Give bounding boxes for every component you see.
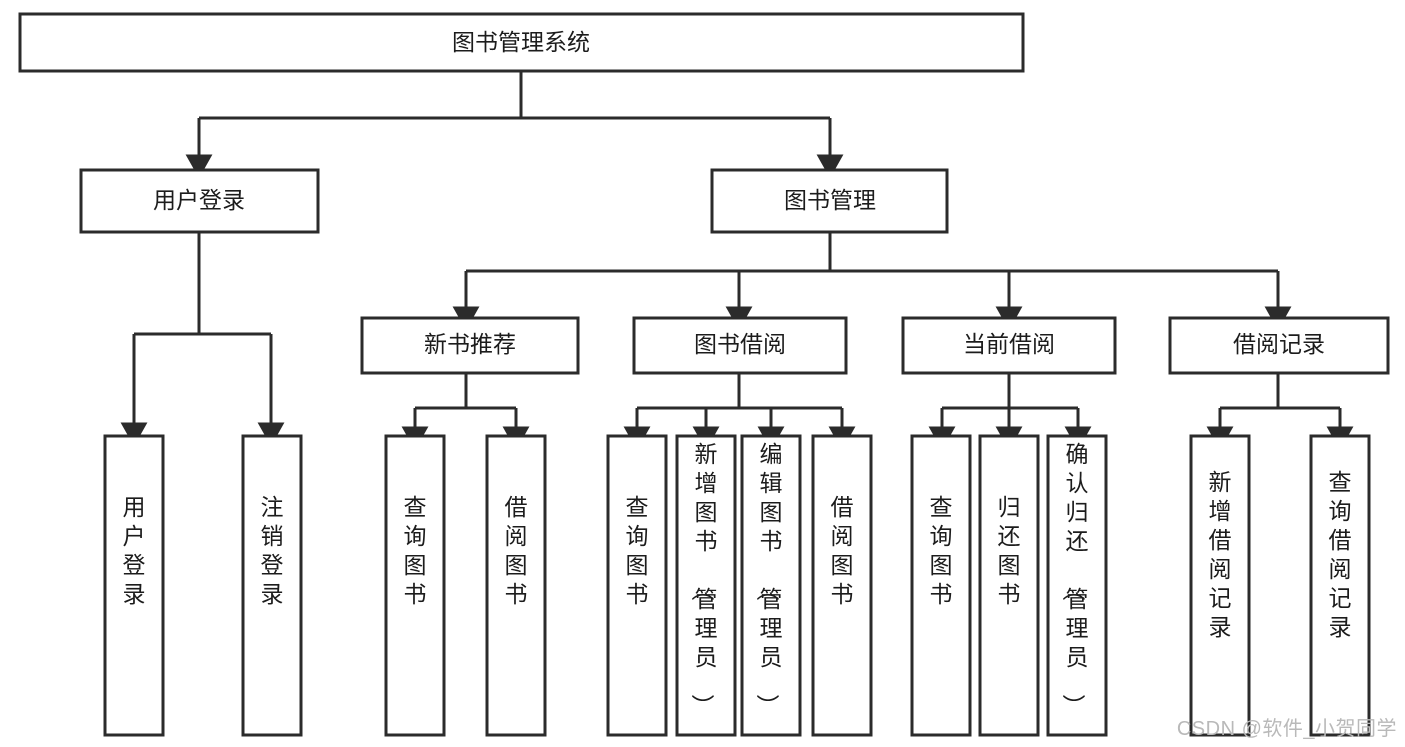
node-leaf-add-record[interactable]: 新增借阅记录 xyxy=(1189,434,1251,737)
node-leaf-borrow-book-2[interactable]: 借阅图书 xyxy=(811,434,873,737)
node-book-borrow-label: 图书借阅 xyxy=(694,331,786,357)
node-leaf-return-book-label: 归还图书 xyxy=(998,494,1021,607)
node-new-book-recommend-label: 新书推荐 xyxy=(424,331,516,357)
node-book-borrow-box[interactable] xyxy=(632,316,848,375)
node-leaf-query-record-label: 查询借阅记录 xyxy=(1329,469,1352,640)
node-current-borrow-label: 当前借阅 xyxy=(963,331,1055,357)
node-leaf-add-record-label: 新增借阅记录 xyxy=(1209,469,1232,640)
node-leaf-logout-login-box[interactable] xyxy=(241,434,303,737)
node-leaf-query-book-2-box[interactable] xyxy=(606,434,668,737)
node-leaf-borrow-book-1-label: 借阅图书 xyxy=(505,494,528,607)
watermark: CSDN @软件_小贺同学 xyxy=(1176,718,1397,740)
node-leaf-edit-book-box[interactable] xyxy=(740,434,802,737)
node-leaf-return-book-box[interactable] xyxy=(978,434,1040,737)
node-leaf-confirm-return-label: 确认归还（管理员） xyxy=(1061,441,1089,717)
node-book-management[interactable]: 图书管理 xyxy=(710,168,949,234)
node-leaf-user-login[interactable]: 用户登录 xyxy=(103,434,165,737)
node-leaf-confirm-return[interactable]: 确认归还（管理员） xyxy=(1046,434,1108,737)
connector-group-borrow-record xyxy=(1206,373,1354,451)
node-leaf-query-record[interactable]: 查询借阅记录 xyxy=(1309,434,1371,737)
node-leaf-query-book-1-label: 查询图书 xyxy=(404,494,427,607)
node-user-login-box[interactable] xyxy=(79,168,320,234)
node-current-borrow[interactable]: 当前借阅 xyxy=(901,316,1117,375)
node-borrow-record-box[interactable] xyxy=(1168,316,1390,375)
node-leaf-edit-book[interactable]: 编辑图书（管理员） xyxy=(740,434,802,737)
node-borrow-record[interactable]: 借阅记录 xyxy=(1168,316,1390,375)
node-leaf-query-book-1-box[interactable] xyxy=(384,434,446,737)
node-leaf-return-book[interactable]: 归还图书 xyxy=(978,434,1040,737)
node-leaf-confirm-return-box[interactable] xyxy=(1046,434,1108,737)
node-leaf-query-book-3[interactable]: 查询图书 xyxy=(910,434,972,737)
connector-group-current-borrow xyxy=(928,373,1092,451)
node-book-management-box[interactable] xyxy=(710,168,949,234)
node-user-login-label: 用户登录 xyxy=(153,187,245,213)
node-current-borrow-box[interactable] xyxy=(901,316,1117,375)
node-leaf-borrow-book-2-label: 借阅图书 xyxy=(831,494,854,607)
connector-group-book-borrow xyxy=(623,373,856,451)
connector-group-user-login xyxy=(120,232,285,447)
node-book-borrow[interactable]: 图书借阅 xyxy=(632,316,848,375)
node-leaf-edit-book-label: 编辑图书（管理员） xyxy=(755,441,783,717)
node-leaf-query-book-3-box[interactable] xyxy=(910,434,972,737)
node-leaf-user-login-label: 用户登录 xyxy=(123,494,146,607)
node-leaf-logout-login-label: 注销登录 xyxy=(261,494,284,607)
node-leaf-add-book[interactable]: 新增图书（管理员） xyxy=(675,434,737,737)
node-borrow-record-label: 借阅记录 xyxy=(1233,331,1325,357)
node-leaf-add-book-box[interactable] xyxy=(675,434,737,737)
node-root-box[interactable] xyxy=(18,12,1025,73)
connector-group-book-management xyxy=(452,232,1292,331)
connector-group-root xyxy=(185,71,844,179)
node-leaf-query-book-2-label: 查询图书 xyxy=(626,494,649,607)
node-leaf-user-login-box[interactable] xyxy=(103,434,165,737)
node-root[interactable]: 图书管理系统 xyxy=(18,12,1025,73)
node-leaf-query-record-box[interactable] xyxy=(1309,434,1371,737)
node-leaf-borrow-book-2-box[interactable] xyxy=(811,434,873,737)
node-new-book-recommend-box[interactable] xyxy=(360,316,580,375)
node-leaf-add-record-box[interactable] xyxy=(1189,434,1251,737)
connector-group-new-book-recommend xyxy=(401,373,530,451)
node-new-book-recommend[interactable]: 新书推荐 xyxy=(360,316,580,375)
node-root-label: 图书管理系统 xyxy=(452,29,590,55)
node-user-login[interactable]: 用户登录 xyxy=(79,168,320,234)
node-leaf-query-book-3-label: 查询图书 xyxy=(930,494,953,607)
node-leaf-logout-login[interactable]: 注销登录 xyxy=(241,434,303,737)
node-leaf-add-book-label: 新增图书（管理员） xyxy=(690,441,718,717)
node-leaf-query-book-1[interactable]: 查询图书 xyxy=(384,434,446,737)
node-book-management-label: 图书管理 xyxy=(784,187,876,213)
node-leaf-query-book-2[interactable]: 查询图书 xyxy=(606,434,668,737)
node-leaf-borrow-book-1[interactable]: 借阅图书 xyxy=(485,434,547,737)
node-leaf-borrow-book-1-box[interactable] xyxy=(485,434,547,737)
